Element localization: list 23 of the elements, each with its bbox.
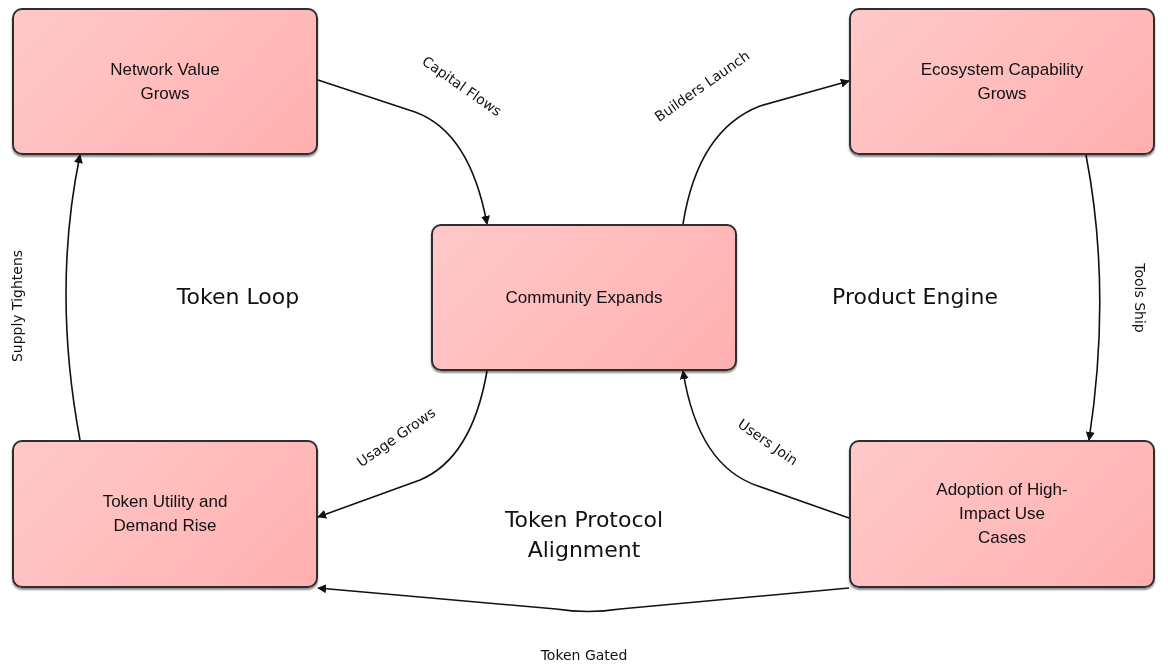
- arrow: [317, 584, 850, 613]
- edge-label: Tools Ship: [1132, 263, 1148, 333]
- arrow: [680, 370, 850, 519]
- arrow: [1085, 154, 1101, 441]
- process-box: [431, 224, 737, 371]
- process-box: [849, 8, 1155, 155]
- node-text: Ecosystem Capability Grows: [919, 58, 1085, 105]
- arrow: [682, 78, 850, 225]
- edge-label: Supply Tightens: [9, 249, 25, 363]
- section-label: Product Engine: [831, 283, 999, 311]
- section-label: Token Loop: [175, 283, 301, 311]
- node-text: Community Expands: [505, 286, 663, 309]
- process-box: [849, 440, 1155, 588]
- process-box: [12, 8, 318, 155]
- node-text: Token Utility and Demand Rise: [101, 491, 229, 537]
- process-box: [12, 440, 318, 588]
- section-label: Token Protocol Alignment: [503, 506, 665, 564]
- node-text: Adoption of High-Impact Use Cases: [935, 479, 1069, 549]
- arrow: [317, 370, 488, 519]
- edge-label: Token Gated: [540, 647, 628, 663]
- arrow: [65, 154, 83, 441]
- node-text: Network Value Grows: [109, 58, 221, 105]
- arrow: [317, 79, 490, 225]
